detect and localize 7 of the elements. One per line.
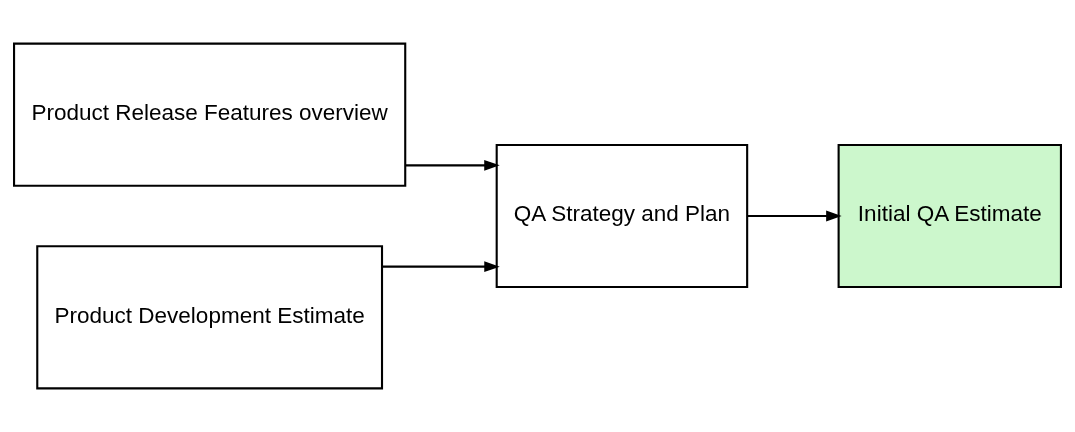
node-box: Initial QA Estimate bbox=[837, 143, 1062, 289]
arrow bbox=[747, 210, 842, 222]
arrow bbox=[382, 261, 500, 273]
node-box: Product Release Features overview bbox=[13, 42, 407, 187]
arrow bbox=[405, 159, 500, 171]
node-box: QA Strategy and Plan bbox=[495, 143, 749, 289]
node-box: Product Development Estimate bbox=[36, 245, 384, 390]
